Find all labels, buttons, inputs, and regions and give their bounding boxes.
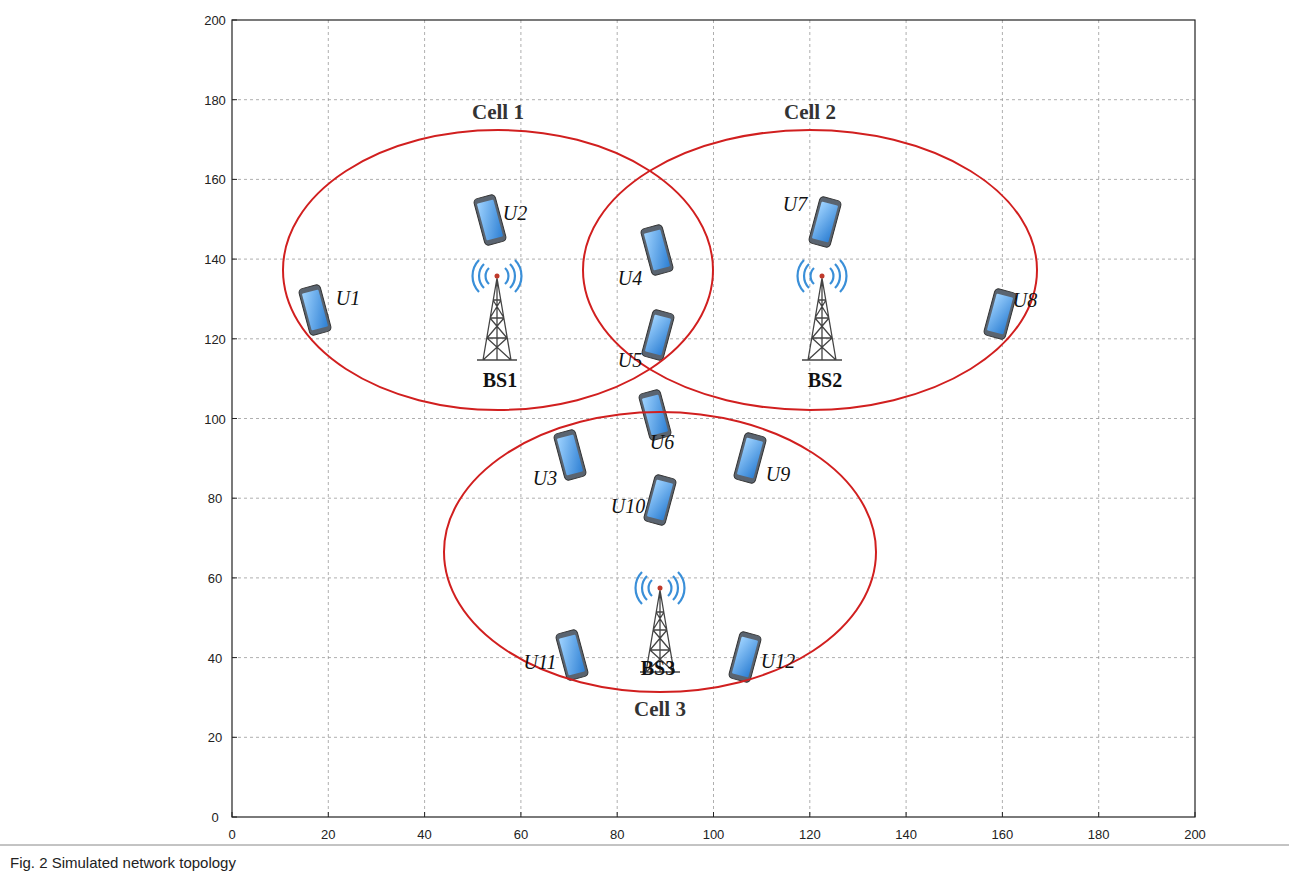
base-station-label: BS1 [483, 369, 517, 392]
axis-tick-label: 60 [208, 570, 222, 585]
cell-title: Cell 2 [784, 100, 836, 125]
cell-title: Cell 1 [472, 100, 524, 125]
axis-tick-label: 100 [204, 411, 226, 426]
axis-tick-label: 200 [1184, 827, 1206, 842]
phone-icon [728, 631, 762, 683]
axis-tick-label: 60 [514, 827, 528, 842]
user-label: U8 [1013, 289, 1037, 312]
axis-tick-label: 200 [204, 13, 226, 28]
axis-tick-label: 160 [992, 827, 1014, 842]
axis-tick-label: 140 [895, 827, 917, 842]
user-label: U3 [533, 467, 557, 490]
user-label: U6 [650, 431, 674, 454]
phone-icon [553, 429, 587, 481]
user-label: U5 [618, 349, 642, 372]
axis-tick-label: 180 [204, 92, 226, 107]
user-label: U12 [761, 650, 795, 673]
axis-tick-label: 40 [208, 650, 222, 665]
phone-icon [640, 224, 674, 276]
phone-icon [733, 432, 767, 484]
axis-tick-label: 40 [417, 827, 431, 842]
base-station-label: BS3 [641, 657, 675, 680]
phone-icon [555, 629, 589, 681]
axis-tick-label: 100 [703, 827, 725, 842]
cell-title: Cell 3 [634, 697, 686, 722]
phone-icon [983, 288, 1017, 340]
axis-tick-label: 80 [208, 491, 222, 506]
axis-tick-label: 160 [204, 172, 226, 187]
axis-tick-label: 20 [208, 730, 222, 745]
cell-region: Cell 3 [443, 411, 877, 693]
user-label: U4 [618, 267, 642, 290]
axis-tick-label: 0 [211, 810, 218, 825]
cell-outline [443, 411, 877, 693]
phone-icon [473, 194, 507, 246]
user-label: U1 [336, 287, 360, 310]
user-label: U2 [503, 202, 527, 225]
axis-tick-label: 180 [1088, 827, 1110, 842]
figure-caption: Fig. 2 Simulated network topology [10, 854, 236, 871]
user-label: U9 [766, 463, 790, 486]
user-label: U10 [611, 495, 645, 518]
user-label: U11 [524, 651, 557, 674]
axis-tick-label: 140 [204, 252, 226, 267]
axis-tick-label: 120 [204, 331, 226, 346]
axis-tick-label: 20 [321, 827, 335, 842]
phone-icon [808, 196, 842, 248]
axis-tick-label: 120 [799, 827, 821, 842]
user-label: U7 [783, 193, 807, 216]
axis-tick-label: 80 [610, 827, 624, 842]
base-station-label: BS2 [808, 369, 842, 392]
phone-icon [643, 474, 677, 526]
axis-tick-label: 0 [228, 827, 235, 842]
